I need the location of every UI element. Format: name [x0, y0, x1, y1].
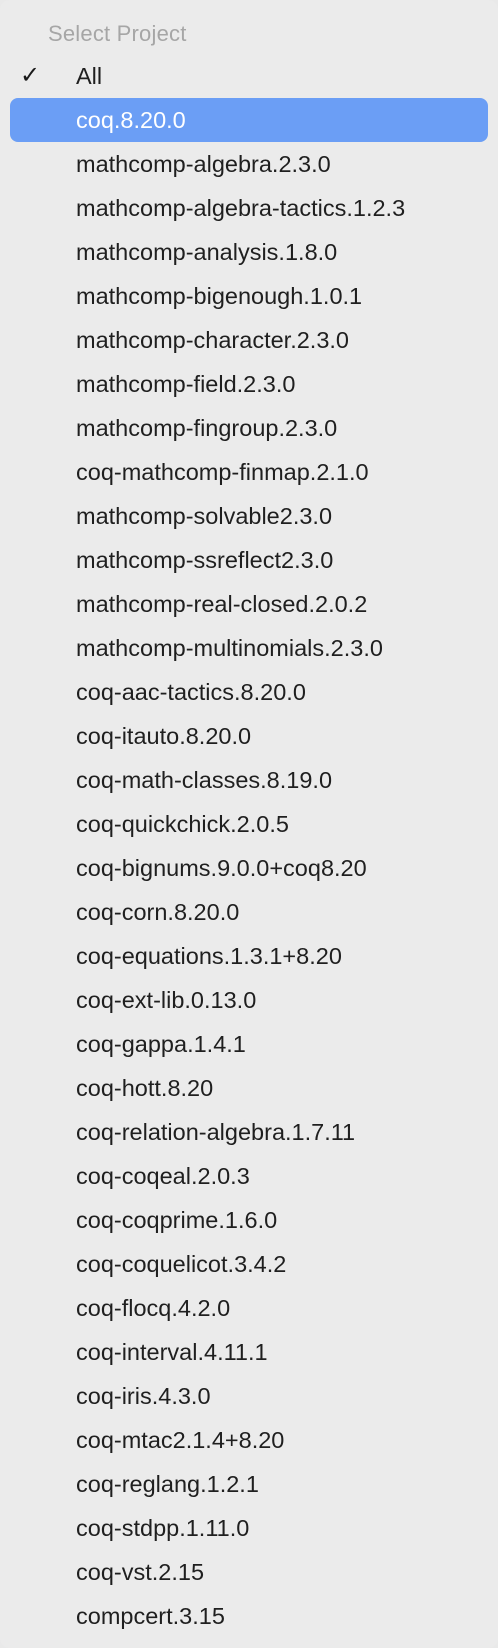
menu-item[interactable]: mathcomp-algebra-tactics.1.2.3: [10, 186, 488, 230]
menu-header: Select Project: [48, 21, 187, 46]
menu-item-label: coq-coqprime.1.6.0: [76, 1207, 278, 1233]
menu-item-label: coq-bignums.9.0.0+coq8.20: [76, 855, 367, 881]
menu-item-label: mathcomp-character.2.3.0: [76, 327, 349, 353]
menu-item[interactable]: mathcomp-real-closed.2.0.2: [10, 582, 488, 626]
menu-item[interactable]: coq-mtac2.1.4+8.20: [10, 1418, 488, 1462]
checkmark-icon: ✓: [20, 62, 41, 89]
menu-item[interactable]: coq-iris.4.3.0: [10, 1374, 488, 1418]
menu-item[interactable]: mathcomp-analysis.1.8.0: [10, 230, 488, 274]
menu-item-label: coq-quickchick.2.0.5: [76, 811, 289, 837]
menu-item-label: mathcomp-algebra-tactics.1.2.3: [76, 195, 406, 221]
menu-item[interactable]: coq-gappa.1.4.1: [10, 1022, 488, 1066]
menu-item[interactable]: coq-coqeal.2.0.3: [10, 1154, 488, 1198]
menu-item-label: coq-math-classes.8.19.0: [76, 767, 333, 793]
menu-item-label: coq-interval.4.11.1: [76, 1339, 268, 1365]
menu-item-label: coq-equations.1.3.1+8.20: [76, 943, 342, 969]
menu-item-label: coq-stdpp.1.11.0: [76, 1515, 250, 1541]
menu-item-label: coq-coquelicot.3.4.2: [76, 1251, 287, 1277]
menu-item-label: coq-itauto.8.20.0: [76, 723, 252, 749]
menu-item[interactable]: coq-corn.8.20.0: [10, 890, 488, 934]
menu-item-label: coq-iris.4.3.0: [76, 1383, 211, 1409]
menu-item-label: coq-ext-lib.0.13.0: [76, 987, 257, 1013]
menu-item[interactable]: mathcomp-bigenough.1.0.1: [10, 274, 488, 318]
menu-item[interactable]: mathcomp-ssreflect2.3.0: [10, 538, 488, 582]
menu-item-label: All: [76, 63, 103, 89]
menu-item[interactable]: coq-equations.1.3.1+8.20: [10, 934, 488, 978]
menu-item-label: mathcomp-field.2.3.0: [76, 371, 296, 397]
menu-item[interactable]: coq-itauto.8.20.0: [10, 714, 488, 758]
menu-item[interactable]: mathcomp-multinomials.2.3.0: [10, 626, 488, 670]
menu-item[interactable]: mathcomp-fingroup.2.3.0: [10, 406, 488, 450]
menu-item[interactable]: coq-relation-algebra.1.7.11: [10, 1110, 488, 1154]
menu-item-label: coq-gappa.1.4.1: [76, 1031, 246, 1057]
menu-item-label: coq-coqeal.2.0.3: [76, 1163, 250, 1189]
menu-item[interactable]: coq-quickchick.2.0.5: [10, 802, 488, 846]
menu-item[interactable]: coq-aac-tactics.8.20.0: [10, 670, 488, 714]
menu-item-label: coq-flocq.4.2.0: [76, 1295, 231, 1321]
menu-item[interactable]: coq-bignums.9.0.0+coq8.20: [10, 846, 488, 890]
menu-item[interactable]: coq-math-classes.8.19.0: [10, 758, 488, 802]
menu-item[interactable]: compcert.3.15: [10, 1594, 488, 1638]
menu-item-label: coq-aac-tactics.8.20.0: [76, 679, 306, 705]
menu-item-label: mathcomp-ssreflect2.3.0: [76, 547, 334, 573]
menu-item[interactable]: mathcomp-algebra.2.3.0: [10, 142, 488, 186]
menu-item[interactable]: coq.8.20.0: [10, 98, 488, 142]
menu-item-label: coq.8.20.0: [76, 107, 186, 133]
menu-item[interactable]: coq-flocq.4.2.0: [10, 1286, 488, 1330]
menu-item[interactable]: coq-coquelicot.3.4.2: [10, 1242, 488, 1286]
menu-item-label: coq-vst.2.15: [76, 1559, 205, 1585]
menu-item-label: compcert.3.15: [76, 1603, 225, 1629]
menu-item[interactable]: coq-hott.8.20: [10, 1066, 488, 1110]
menu-item[interactable]: mathcomp-character.2.3.0: [10, 318, 488, 362]
menu-item-label: mathcomp-solvable2.3.0: [76, 503, 333, 529]
menu-item[interactable]: coq-coqprime.1.6.0: [10, 1198, 488, 1242]
menu-item[interactable]: coq-interval.4.11.1: [10, 1330, 488, 1374]
menu-item-label: coq-mathcomp-finmap.2.1.0: [76, 459, 369, 485]
menu-item[interactable]: mathcomp-solvable2.3.0: [10, 494, 488, 538]
menu-item-label: mathcomp-algebra.2.3.0: [76, 151, 331, 177]
menu-item[interactable]: coq-stdpp.1.11.0: [10, 1506, 488, 1550]
menu-item-label: mathcomp-analysis.1.8.0: [76, 239, 338, 265]
menu-item[interactable]: ✓ All: [10, 54, 488, 98]
menu-item[interactable]: coq-ext-lib.0.13.0: [10, 978, 488, 1022]
menu-item-label: mathcomp-real-closed.2.0.2: [76, 591, 368, 617]
menu-item-label: mathcomp-multinomials.2.3.0: [76, 635, 383, 661]
menu-item-label: coq-relation-algebra.1.7.11: [76, 1119, 356, 1145]
menu-list: ✓ All coq.8.20.0 mathcomp-algebra.2.3.0 math…: [0, 54, 498, 1638]
menu-item-label: mathcomp-bigenough.1.0.1: [76, 283, 363, 309]
menu-item[interactable]: coq-vst.2.15: [10, 1550, 488, 1594]
menu-item[interactable]: coq-mathcomp-finmap.2.1.0: [10, 450, 488, 494]
menu-item-label: mathcomp-fingroup.2.3.0: [76, 415, 338, 441]
menu-item-label: coq-reglang.1.2.1: [76, 1471, 259, 1497]
menu-item-label: coq-mtac2.1.4+8.20: [76, 1427, 285, 1453]
menu-item[interactable]: coq-reglang.1.2.1: [10, 1462, 488, 1506]
menu-item-label: coq-hott.8.20: [76, 1075, 214, 1101]
menu-item[interactable]: mathcomp-field.2.3.0: [10, 362, 488, 406]
menu-item-label: coq-corn.8.20.0: [76, 899, 240, 925]
